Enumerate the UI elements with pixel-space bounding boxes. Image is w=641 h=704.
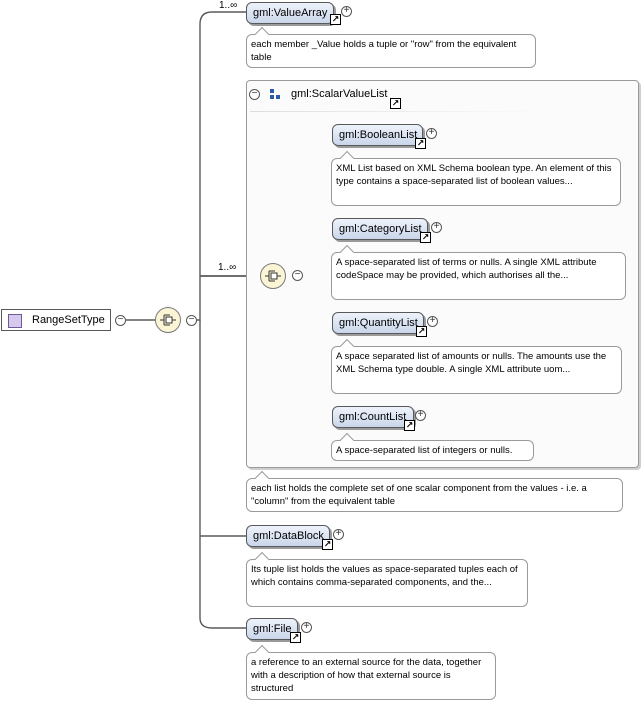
element-label: gml:BooleanList (339, 129, 418, 141)
collapse-scalar-value-list-minus-icon[interactable]: − (249, 89, 260, 100)
group-separator (250, 111, 550, 112)
element-group-icon (270, 89, 280, 99)
inner-choice-compositor-icon[interactable] (260, 263, 286, 289)
reference-arrow-icon: ↗ (420, 232, 431, 243)
choice-cardinality: 1..∞ (218, 262, 237, 273)
element-boolean-list[interactable]: gml:BooleanList (332, 124, 423, 146)
root-label: RangeSetType (32, 314, 105, 326)
reference-arrow-icon: ↗ (322, 539, 333, 550)
element-label: gml:CategoryList (339, 223, 422, 235)
element-file[interactable]: gml:File (246, 618, 298, 640)
value-array-doc: each member _Value holds a tuple or "row… (246, 34, 536, 68)
element-count-list[interactable]: gml:CountList (332, 406, 414, 428)
boolean-list-doc: XML List based on XML Schema boolean typ… (331, 158, 621, 206)
expand-data-block-plus-icon[interactable]: + (333, 529, 344, 540)
expand-quantity-list-plus-icon[interactable]: + (427, 316, 438, 327)
collapse-root-minus-icon[interactable]: − (115, 315, 126, 326)
element-label: gml:File (253, 623, 292, 635)
scalar-value-list-doc: each list holds the complete set of one … (246, 478, 623, 512)
reference-arrow-icon: ↗ (404, 420, 415, 431)
reference-arrow-icon: ↗ (416, 326, 427, 337)
element-label: gml:ValueArray (253, 7, 328, 19)
reference-arrow-icon: ↗ (390, 98, 401, 109)
complex-type-icon (8, 314, 22, 328)
expand-file-plus-icon[interactable]: + (301, 622, 312, 633)
count-list-doc: A space-separated list of integers or nu… (331, 440, 534, 461)
collapse-inner-choice-minus-icon[interactable]: − (292, 270, 303, 281)
element-value-array[interactable]: gml:ValueArray (246, 2, 334, 24)
expand-boolean-list-plus-icon[interactable]: + (426, 128, 437, 139)
data-block-doc: Its tuple list holds the values as space… (246, 559, 528, 607)
element-quantity-list[interactable]: gml:QuantityList (332, 312, 424, 334)
reference-arrow-icon: ↗ (330, 14, 341, 25)
choice-compositor-icon[interactable] (155, 307, 181, 333)
collapse-choice-minus-icon[interactable]: − (186, 315, 197, 326)
element-label: gml:CountList (339, 411, 407, 423)
file-doc: a reference to an external source for th… (246, 652, 496, 700)
root-element-rangesettype[interactable]: RangeSetType (1, 309, 111, 331)
choice-symbol-icon (265, 270, 281, 282)
expand-count-list-plus-icon[interactable]: + (415, 410, 426, 421)
element-category-list[interactable]: gml:CategoryList (332, 218, 428, 240)
element-label: gml:QuantityList (339, 317, 418, 329)
expand-value-array-plus-icon[interactable]: + (341, 6, 352, 17)
category-list-doc: A space-separated list of terms or nulls… (331, 252, 626, 300)
scalar-value-list-label: gml:ScalarValueList (291, 88, 388, 100)
choice-symbol-icon (160, 314, 176, 326)
value-array-cardinality: 1..∞ (219, 0, 238, 11)
element-data-block[interactable]: gml:DataBlock (246, 525, 330, 547)
expand-category-list-plus-icon[interactable]: + (431, 222, 442, 233)
quantity-list-doc: A space separated list of amounts or nul… (331, 346, 622, 394)
reference-arrow-icon: ↗ (415, 138, 426, 149)
reference-arrow-icon: ↗ (290, 632, 301, 643)
element-label: gml:DataBlock (253, 530, 324, 542)
